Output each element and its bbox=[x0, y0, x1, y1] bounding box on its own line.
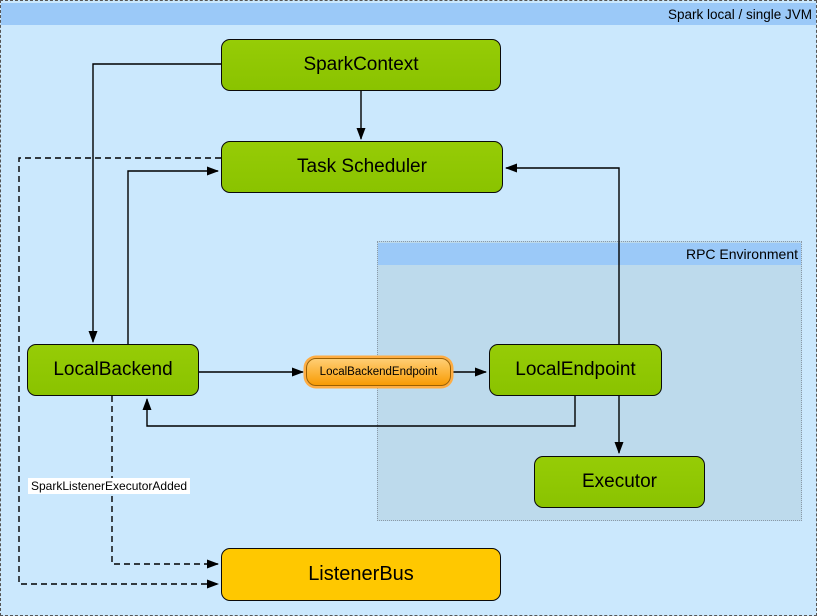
rpc-environment-strip: RPC Environment bbox=[378, 243, 801, 265]
node-task-scheduler-label: Task Scheduler bbox=[297, 156, 427, 177]
jvm-title: Spark local / single JVM bbox=[667, 6, 812, 22]
node-spark-context-label: SparkContext bbox=[303, 54, 419, 75]
node-local-backend: LocalBackend bbox=[27, 344, 199, 396]
rpc-environment-label: RPC Environment bbox=[685, 246, 798, 262]
node-listener-bus: ListenerBus bbox=[221, 548, 501, 601]
edge-localbackend-to-taskscheduler bbox=[127, 166, 219, 344]
node-local-backend-label: LocalBackend bbox=[53, 359, 173, 380]
node-local-endpoint-label: LocalEndpoint bbox=[515, 359, 636, 380]
node-local-backend-endpoint-label: LocalBackendEndpoint bbox=[319, 366, 438, 378]
node-local-backend-endpoint: LocalBackendEndpoint bbox=[306, 358, 451, 386]
node-listener-bus-label: ListenerBus bbox=[308, 563, 414, 585]
node-local-endpoint: LocalEndpoint bbox=[489, 344, 662, 396]
listener-event-annotation: SparkListenerExecutorAdded bbox=[28, 478, 191, 494]
node-task-scheduler: Task Scheduler bbox=[221, 141, 503, 193]
edge-sparkcontext-to-localbackend bbox=[88, 63, 221, 343]
node-executor: Executor bbox=[534, 456, 705, 508]
node-executor-label: Executor bbox=[582, 471, 657, 492]
jvm-title-strip: Spark local / single JVM bbox=[1, 3, 816, 25]
node-spark-context: SparkContext bbox=[221, 39, 501, 91]
